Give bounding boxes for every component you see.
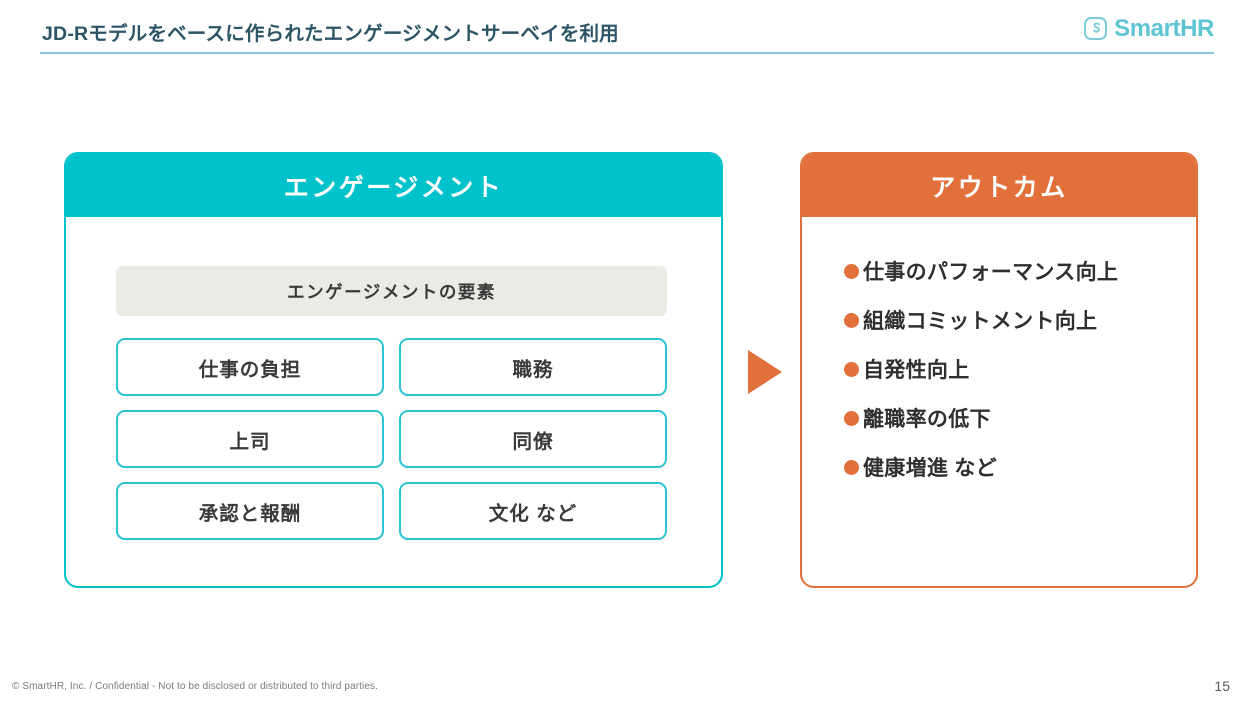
- engagement-panel: エンゲージメント エンゲージメントの要素 仕事の負担 職務 上司 同僚 承認と報…: [64, 152, 723, 588]
- page-title: JD-Rモデルをベースに作られたエンゲージメントサーベイを利用: [42, 23, 619, 45]
- engagement-element-box[interactable]: 仕事の負担: [116, 338, 384, 396]
- outcome-item-label: 組織コミットメント向上: [863, 310, 1098, 333]
- engagement-element-box[interactable]: 承認と報酬: [116, 482, 384, 540]
- list-item: 仕事のパフォーマンス向上: [844, 256, 1196, 286]
- list-item: 離職率の低下: [844, 403, 1196, 433]
- bullet-dot-icon: [844, 312, 859, 328]
- header-divider: [40, 52, 1214, 54]
- confidential-footer-note: © SmartHR, Inc. / Confidential - Not to …: [12, 681, 379, 692]
- engagement-panel-body: エンゲージメントの要素 仕事の負担 職務 上司 同僚 承認と報酬 文化 など: [66, 217, 721, 586]
- outcome-item-label: 自発性向上: [863, 359, 970, 382]
- smarthr-logo: SmartHR: [1083, 16, 1214, 41]
- list-item: 組織コミットメント向上: [844, 305, 1196, 335]
- page-number: 15: [1214, 678, 1230, 694]
- outcome-panel-heading: アウトカム: [802, 154, 1196, 217]
- engagement-elements-subtitle: エンゲージメントの要素: [116, 266, 667, 316]
- engagement-element-box[interactable]: 同僚: [399, 410, 667, 468]
- engagement-element-box[interactable]: 上司: [116, 410, 384, 468]
- bullet-dot-icon: [844, 410, 859, 426]
- outcome-panel-body: 仕事のパフォーマンス向上 組織コミットメント向上 自発性向上 離職率の低下 健康…: [802, 217, 1196, 586]
- outcome-item-label: 仕事のパフォーマンス向上: [863, 261, 1119, 284]
- list-item: 自発性向上: [844, 354, 1196, 384]
- smarthr-s-logo-icon: [1083, 16, 1108, 41]
- bullet-dot-icon: [844, 263, 859, 279]
- right-triangle-arrow-icon: [748, 350, 782, 394]
- smarthr-logo-text: SmartHR: [1114, 14, 1214, 42]
- outcome-list: 仕事のパフォーマンス向上 組織コミットメント向上 自発性向上 離職率の低下 健康…: [844, 256, 1196, 482]
- outcome-panel: アウトカム 仕事のパフォーマンス向上 組織コミットメント向上 自発性向上 離職率…: [800, 152, 1198, 588]
- outcome-item-label: 健康増進 など: [863, 457, 997, 480]
- engagement-panel-heading: エンゲージメント: [66, 154, 721, 217]
- engagement-element-grid: 仕事の負担 職務 上司 同僚 承認と報酬 文化 など: [116, 338, 667, 540]
- engagement-element-box[interactable]: 職務: [399, 338, 667, 396]
- slide-header: JD-Rモデルをベースに作られたエンゲージメントサーベイを利用 SmartHR: [0, 0, 1252, 56]
- outcome-item-label: 離職率の低下: [863, 408, 991, 431]
- bullet-dot-icon: [844, 459, 859, 475]
- engagement-element-box[interactable]: 文化 など: [399, 482, 667, 540]
- list-item: 健康増進 など: [844, 452, 1196, 482]
- bullet-dot-icon: [844, 361, 859, 377]
